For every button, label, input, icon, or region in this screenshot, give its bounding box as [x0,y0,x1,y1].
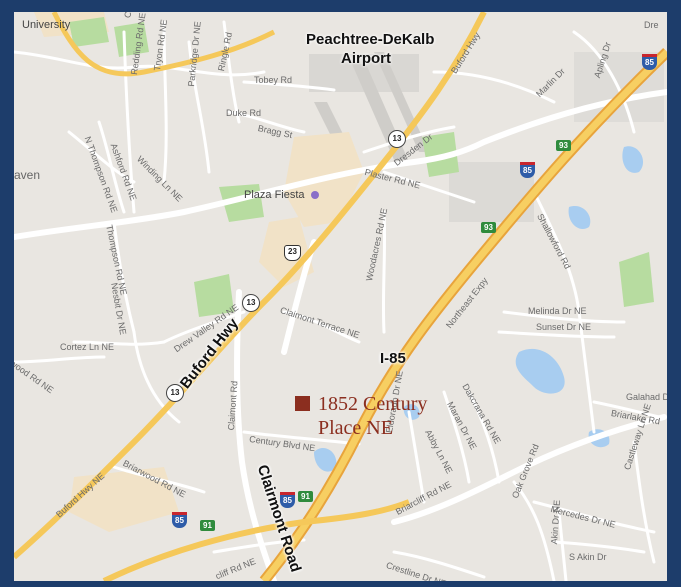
street-label: S Akin Dr [569,552,607,562]
airport-label-line1: Peachtree-DeKalb [306,31,435,48]
street-label: Duke Rd [226,108,262,118]
interstate-85-shield: 85 [280,492,295,508]
exit-91-sign: 91 [200,520,215,531]
us-23-shield: 23 [284,245,301,261]
street-label: Tobey Rd [254,75,293,85]
i85-label: I-85 [380,350,406,367]
interstate-85-shield: 85 [642,54,657,70]
property-marker[interactable] [295,396,310,411]
street-label: Cortez Ln NE [60,342,115,352]
exit-93-sign: 93 [556,140,571,151]
interstate-85-shield: 85 [520,162,535,178]
place-plaza-fiesta: Plaza Fiesta [244,189,319,201]
interstate-85-shield: 85 [172,512,187,528]
water [314,146,644,472]
parks [69,17,654,317]
plaza-fiesta-label: Plaza Fiesta [244,189,305,201]
state-13-shield: 13 [166,384,184,402]
address-line2: Place NE [318,417,393,439]
place-university: University [22,19,71,31]
street-label: Dre [644,20,659,30]
airport-label: Peachtree-DeKalb Airport [306,30,435,68]
airport-label-line2: Airport [341,50,391,67]
street-label: Sunset Dr NE [536,322,592,332]
i85-highway-core [261,49,667,581]
shopping-bag-icon [310,191,319,200]
state-13-shield: 13 [242,294,260,312]
buford-hwy-north [51,12,276,77]
property-address-label: 1852 Century Place NE [318,392,427,440]
street-label: Melinda Dr NE [528,306,587,316]
ramp-road [102,499,411,581]
place-haven: aven [14,168,41,182]
exit-91-sign: 91 [298,491,313,502]
street-label: Galahad Dr [626,392,673,402]
buford-hwy-road [14,12,487,560]
state-13-shield: 13 [388,130,406,148]
exit-93-sign: 93 [481,222,496,233]
address-line1: 1852 Century [318,393,428,415]
